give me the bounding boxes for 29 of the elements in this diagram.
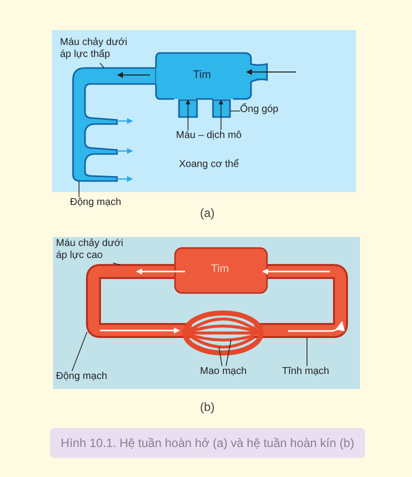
leader-line — [226, 340, 232, 366]
vessel-tube — [86, 264, 192, 338]
leader-line — [112, 262, 120, 266]
leader-line — [78, 180, 80, 198]
heart-label: Tim — [211, 263, 229, 276]
callout-text: Mao mạch — [200, 366, 260, 378]
callout-text: Ống góp — [240, 104, 290, 116]
callout-text: Máu chảy dưới áp lực cao — [56, 238, 136, 262]
callout-text: Máu – dịch mô — [176, 130, 256, 142]
callout-text: Tĩnh mạch — [282, 366, 342, 378]
caption: Hình 10.1. Hệ tuần hoàn hở (a) và hệ tuần hoàn kín (b) — [50, 428, 365, 458]
region-label: Xoang cơ thể — [179, 159, 239, 171]
callout-text: Động mạch — [70, 197, 130, 209]
leader-line — [230, 110, 240, 112]
vessel-tube — [212, 99, 231, 118]
leader-line — [218, 346, 222, 366]
vessel-tube — [72, 67, 157, 182]
panel-label: (b) — [200, 400, 215, 414]
leader-line — [72, 332, 88, 372]
leader-line — [100, 62, 104, 68]
vessel-tube — [254, 264, 348, 338]
vessel-tube — [178, 99, 198, 118]
leader-line — [306, 336, 308, 366]
callout-text: Động mạch — [56, 371, 121, 383]
arrow — [218, 100, 224, 130]
arrow — [186, 100, 190, 130]
panel-label: (a) — [200, 206, 215, 220]
callout-text: Máu chảy dưới áp lực thấp — [60, 37, 140, 61]
heart-label: Tim — [193, 69, 211, 82]
